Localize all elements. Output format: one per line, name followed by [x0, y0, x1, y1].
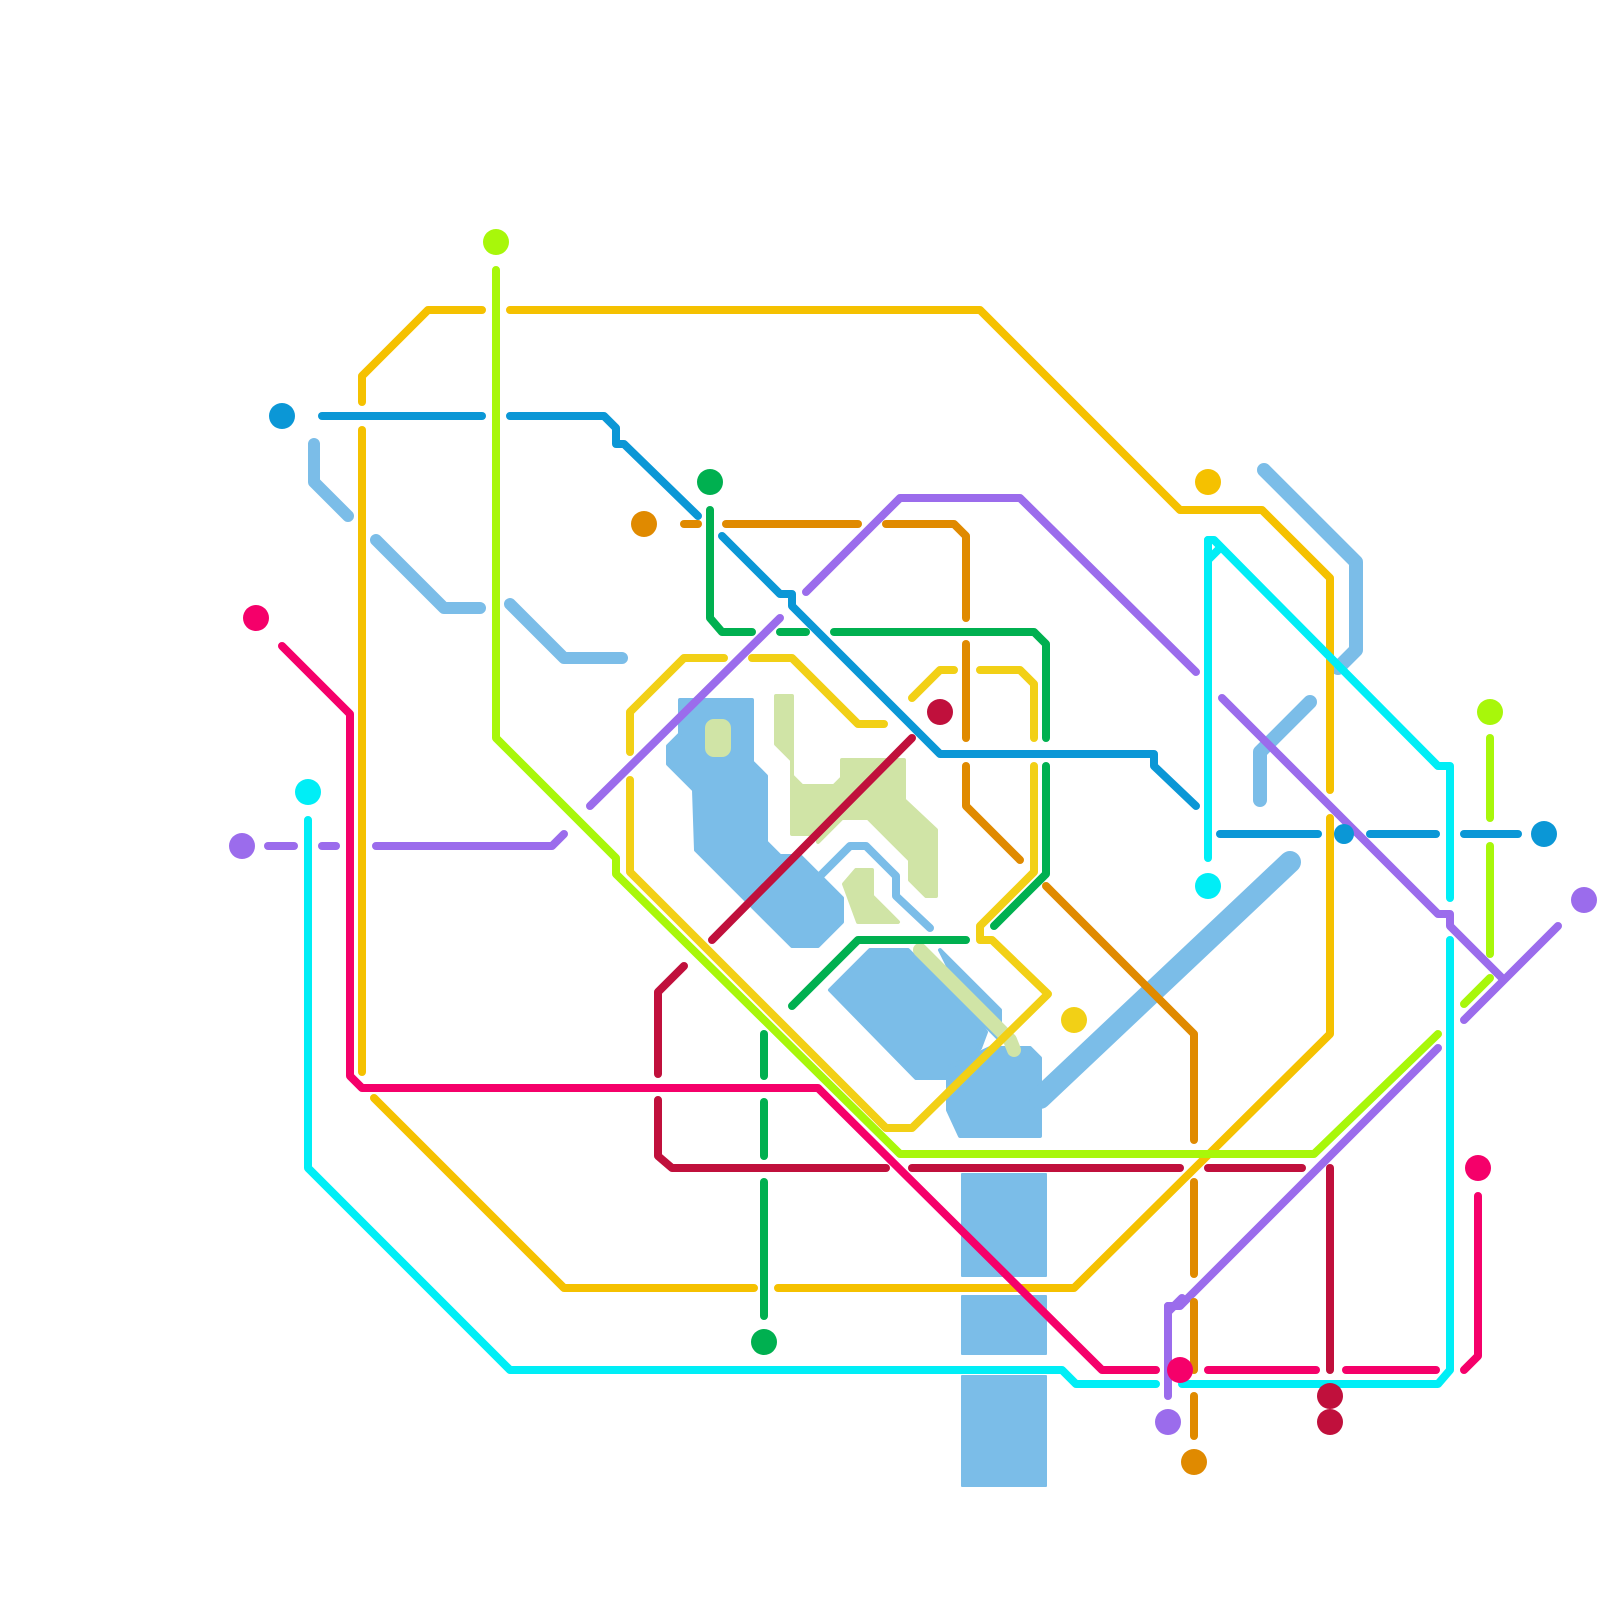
station-purple-terminal-east[interactable]	[1571, 887, 1597, 913]
red-line[interactable]	[278, 642, 1482, 1374]
terminal-stations	[229, 229, 1597, 1475]
blue-line[interactable]	[318, 412, 1522, 838]
transit-lines	[264, 266, 1562, 1440]
lime-line-segment[interactable]	[492, 266, 1442, 1158]
purple-line-segment[interactable]	[1164, 1044, 1442, 1400]
green-line-segment[interactable]	[706, 506, 756, 636]
yellow-line-segment[interactable]	[748, 654, 888, 728]
yellow-line-segment[interactable]	[626, 762, 1052, 1132]
water-island-river	[946, 1046, 1042, 1138]
cyan-line-segment[interactable]	[304, 816, 1160, 1388]
purple-line-segment[interactable]	[802, 494, 1200, 676]
cyan-line[interactable]	[304, 536, 1454, 1388]
water-channel-northwest-2	[370, 534, 486, 614]
yellow-line-segment[interactable]	[908, 666, 958, 702]
water-basin-south-1	[828, 948, 988, 1080]
station-crimson-terminal-south-2[interactable]	[1317, 1409, 1343, 1435]
water-river-south-3	[961, 1375, 1047, 1487]
purple-line-segment[interactable]	[1164, 1294, 1186, 1316]
cyan-line-segment[interactable]	[1178, 936, 1454, 1388]
green-line-segment[interactable]	[830, 628, 1050, 742]
purple-line-segment[interactable]	[372, 830, 568, 850]
red-line-segment[interactable]	[278, 642, 1160, 1374]
water-river-south-1	[961, 1173, 1047, 1277]
orange-line-segment[interactable]	[774, 814, 1334, 1292]
crimson-line-segment[interactable]	[708, 734, 916, 944]
station-red-terminal-east[interactable]	[1465, 1155, 1491, 1181]
station-blue-transfer-east[interactable]	[1334, 824, 1354, 844]
purple-line[interactable]	[264, 494, 1562, 1400]
water-basin-central	[666, 698, 844, 948]
lime-line-segment[interactable]	[1460, 974, 1494, 1008]
park-small-north	[705, 719, 731, 757]
red-line-segment[interactable]	[1460, 1192, 1482, 1374]
station-green-terminal-north[interactable]	[697, 469, 723, 495]
orange-line-segment[interactable]	[358, 306, 486, 406]
green-line-segment[interactable]	[990, 762, 1050, 930]
water-channel-east	[1253, 695, 1317, 807]
purple-line-segment[interactable]	[1218, 694, 1506, 982]
yellow-line-segment[interactable]	[626, 654, 728, 756]
water-channel-central	[816, 842, 934, 932]
station-green-terminal-south[interactable]	[751, 1329, 777, 1355]
station-lime-terminal-east[interactable]	[1477, 699, 1503, 725]
yellow-line-segment[interactable]	[976, 666, 1038, 742]
blue-line-segment[interactable]	[718, 532, 1200, 810]
amber-line-segment[interactable]	[1042, 882, 1198, 1144]
orange-line[interactable]	[358, 306, 1334, 1292]
station-blue-terminal-west[interactable]	[269, 403, 295, 429]
blue-line-segment[interactable]	[506, 412, 702, 520]
station-crimson-terminal-north[interactable]	[927, 699, 953, 725]
amber-line[interactable]	[680, 520, 1198, 1440]
orange-line-segment[interactable]	[370, 1094, 758, 1292]
water-channel-northeast	[1257, 463, 1363, 675]
station-red-terminal-west[interactable]	[243, 605, 269, 631]
station-purple-terminal-south[interactable]	[1155, 1409, 1181, 1435]
station-amber-terminal-south[interactable]	[1181, 1449, 1207, 1475]
crimson-line-segment[interactable]	[654, 962, 688, 1078]
amber-line-segment[interactable]	[962, 762, 1024, 864]
green-line-segment[interactable]	[788, 936, 970, 1010]
station-crimson-terminal-south-1[interactable]	[1317, 1383, 1343, 1409]
yellow-line[interactable]	[626, 654, 1052, 1132]
amber-line-segment[interactable]	[882, 520, 970, 622]
lime-line[interactable]	[492, 266, 1494, 1158]
station-blue-terminal-east[interactable]	[1531, 821, 1557, 847]
water-channel-northwest-3	[504, 598, 628, 664]
park-south	[842, 868, 900, 924]
purple-line-segment[interactable]	[586, 614, 784, 810]
station-cyan-terminal-west[interactable]	[295, 779, 321, 805]
crimson-line[interactable]	[654, 734, 1334, 1374]
orange-line-segment[interactable]	[506, 306, 1334, 794]
purple-line-segment[interactable]	[1460, 922, 1562, 1024]
water-features	[308, 438, 1363, 1487]
station-yellow-terminal-south[interactable]	[1061, 1007, 1087, 1033]
crimson-line-segment[interactable]	[654, 1096, 890, 1172]
station-amber-terminal-north[interactable]	[631, 511, 657, 537]
station-lime-terminal-north[interactable]	[483, 229, 509, 255]
cyan-line-segment[interactable]	[1204, 536, 1454, 902]
water-channel-northwest-1	[308, 438, 354, 522]
station-purple-terminal-west[interactable]	[229, 833, 255, 859]
green-line[interactable]	[706, 506, 1050, 1320]
station-red-transfer-south[interactable]	[1167, 1357, 1193, 1383]
station-orange-terminal-east[interactable]	[1195, 469, 1221, 495]
park-strip-south	[913, 943, 1021, 1057]
station-cyan-terminal-east[interactable]	[1195, 873, 1221, 899]
water-river-east	[1029, 851, 1301, 1109]
cyan-line-segment[interactable]	[1204, 536, 1224, 564]
